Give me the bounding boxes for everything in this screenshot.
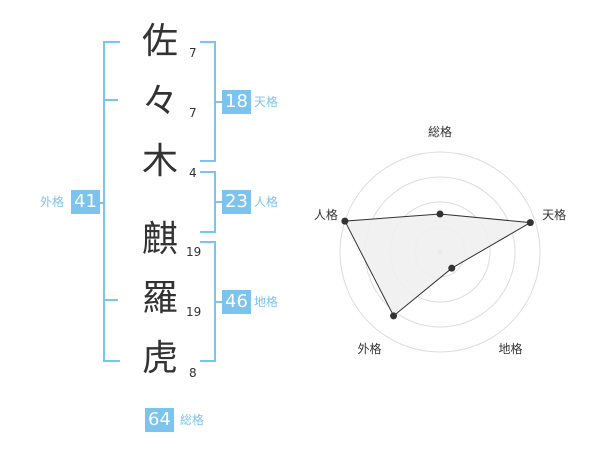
- soukaku-label: 総格: [180, 413, 205, 427]
- gaikaku-value: 41: [71, 190, 100, 214]
- bracket-tick: [105, 99, 118, 101]
- radar-data-polygon: [344, 213, 532, 317]
- name-char: 虎: [141, 338, 178, 379]
- bracket-tick: [214, 201, 222, 203]
- radar-point: [526, 219, 534, 227]
- chikaku-value: 46: [222, 290, 251, 314]
- chikaku-label: 地格: [254, 295, 279, 309]
- stroke-count: 4: [189, 166, 197, 180]
- radar-point: [436, 210, 444, 218]
- radar-axis-label: 天格: [542, 207, 566, 222]
- name-char: 々: [141, 81, 178, 122]
- gaikaku-label: 外格: [40, 195, 65, 209]
- name-char: 佐: [141, 21, 178, 62]
- jinkaku-value: 23: [222, 190, 251, 214]
- gaikaku-bracket: [103, 41, 120, 362]
- radar-point: [390, 312, 398, 320]
- radar-axis-label: 人格: [314, 207, 338, 222]
- bracket-tick: [214, 101, 222, 103]
- bracket-tick: [97, 202, 105, 204]
- radar-point: [448, 264, 456, 272]
- stroke-count: 19: [186, 305, 202, 319]
- tenkaku-value: 18: [222, 90, 251, 114]
- stroke-count: 8: [189, 366, 197, 380]
- stroke-count: 7: [189, 106, 197, 120]
- stroke-count: 19: [186, 245, 202, 259]
- radar-point: [341, 217, 349, 225]
- name-char: 木: [141, 141, 178, 182]
- name-char: 羅: [141, 278, 178, 319]
- bracket-tick: [214, 301, 222, 303]
- tenkaku-label: 天格: [254, 95, 279, 109]
- radar-axis-label: 総格: [428, 124, 452, 139]
- jinkaku-label: 人格: [254, 195, 279, 209]
- radar-axis-label: 地格: [498, 341, 522, 356]
- radar-grid-ring: [339, 151, 541, 353]
- radar-axis-label: 外格: [357, 341, 381, 356]
- bracket-tick: [105, 299, 118, 301]
- soukaku-value: 64: [145, 408, 174, 432]
- stroke-count: 7: [189, 46, 197, 60]
- name-char: 麒: [141, 219, 178, 260]
